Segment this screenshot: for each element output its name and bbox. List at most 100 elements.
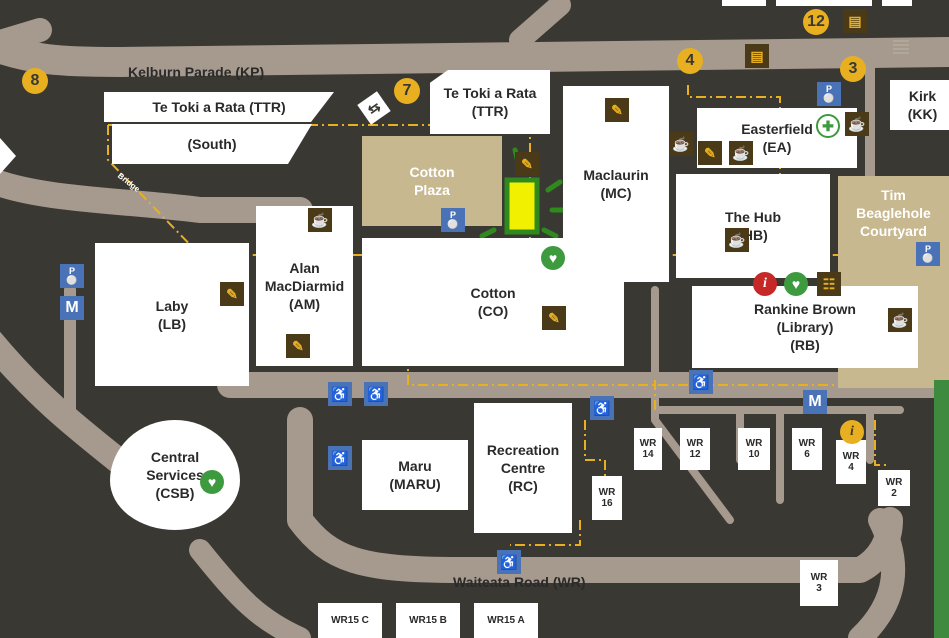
accessible-parking-icon[interactable]: ♿ (497, 550, 521, 574)
building-maclaurin-code: (MC) (600, 185, 632, 201)
lecture-theatre-icon[interactable]: ✎ (605, 98, 629, 122)
building-central-code: (CSB) (155, 485, 195, 501)
building-easterfield-code: (EA) (762, 139, 792, 155)
building-alan-macdiarmid[interactable]: Alan MacDiarmid (AM) (256, 206, 353, 366)
defibrillator-heart-icon[interactable]: ♥ (200, 470, 224, 494)
building-easterfield-name: Easterfield (741, 121, 813, 137)
cafe-icon[interactable]: ☕ (729, 141, 753, 165)
building-top-partial-2 (776, 0, 872, 6)
building-ttr-south-name: Te Toki a Rata (TTR) (152, 99, 286, 115)
accessible-parking-icon[interactable]: ♿ (590, 396, 614, 420)
building-rec-name: Recreation Centre (486, 442, 560, 476)
bike-parking-icon[interactable]: P⚪ (817, 82, 841, 106)
right-green-strip (934, 380, 949, 638)
accessible-parking-icon[interactable]: ♿ (364, 382, 388, 406)
building-wr15c[interactable]: WR15 C (318, 603, 382, 638)
building-ttr-name: Te Toki a Rata (443, 85, 537, 101)
bike-parking-icon[interactable]: P⚪ (916, 242, 940, 266)
accessible-parking-icon[interactable]: ♿ (689, 370, 713, 394)
building-ttr-code: (TTR) (471, 103, 509, 119)
route-marker-7[interactable]: 7 (394, 78, 420, 104)
wr14-label: WR 14 (639, 438, 657, 460)
cafe-icon[interactable]: ☕ (845, 112, 869, 136)
wr15b-label: WR15 B (409, 615, 447, 626)
road-label-waiteata-road: Waiteata Road (WR) (453, 574, 586, 590)
wr16-label: WR 16 (598, 487, 616, 509)
lecture-theatre-icon[interactable]: ✎ (698, 141, 722, 165)
building-wr4[interactable]: WR 4 (836, 440, 866, 484)
bike-parking-icon[interactable]: P⚪ (60, 264, 84, 288)
building-wr6[interactable]: WR 6 (792, 428, 822, 470)
building-maru-name: Maru (398, 458, 432, 474)
building-kirk-name: Kirk (908, 88, 937, 104)
lecture-theatre-icon[interactable]: ✎ (542, 306, 566, 330)
building-maclaurin-name: Maclaurin (583, 167, 649, 183)
building-top-partial-3 (882, 0, 912, 6)
building-maru-code: (MARU) (389, 476, 441, 492)
cafe-icon[interactable]: ☕ (888, 308, 912, 332)
tim-beaglehole-label: Tim Beaglehole Courtyard (856, 187, 931, 239)
building-maru[interactable]: Maru (MARU) (362, 440, 468, 510)
accessible-parking-icon[interactable]: ♿ (328, 446, 352, 470)
road-label-kelburn-parade: Kelburn Parade (KP) (128, 64, 265, 80)
building-ttr-south-top[interactable]: Te Toki a Rata (TTR) (104, 92, 334, 122)
building-laby-code: (LB) (158, 315, 186, 332)
building-wr3[interactable]: WR 3 (800, 560, 838, 606)
defibrillator-heart-icon[interactable]: ♥ (784, 272, 808, 296)
building-recreation-centre[interactable]: Recreation Centre (RC) (474, 403, 572, 533)
bus-stop-icon[interactable]: ▤ (843, 9, 867, 33)
wr3-label: WR 3 (810, 572, 828, 594)
building-the-hub[interactable]: The Hub (HB) (676, 174, 830, 278)
building-ttr-south[interactable]: (South) (112, 124, 312, 164)
building-kirk[interactable]: Kirk (KK) (890, 80, 949, 130)
lecture-theatre-icon[interactable]: ✎ (286, 334, 310, 358)
library-book-icon[interactable]: ☷ (817, 272, 841, 296)
building-wr12[interactable]: WR 12 (680, 428, 710, 470)
building-cotton-name: Cotton (470, 285, 516, 301)
building-wr16[interactable]: WR 16 (592, 476, 622, 520)
route-marker-12[interactable]: 12 (803, 9, 829, 35)
metro-m-icon[interactable]: M (60, 296, 84, 320)
lecture-theatre-icon[interactable]: ✎ (220, 282, 244, 306)
lecture-theatre-icon[interactable]: ✎ (515, 152, 539, 176)
building-alan-name: Alan MacDiarmid (264, 260, 345, 294)
building-wr2[interactable]: WR 2 (878, 470, 910, 506)
building-wr14[interactable]: WR 14 (634, 428, 662, 470)
left-edge-marker (0, 138, 16, 174)
first-aid-icon[interactable]: ✚ (816, 114, 840, 138)
building-wr15a[interactable]: WR15 A (474, 603, 538, 638)
building-laby-name: Laby (155, 297, 189, 314)
building-cotton[interactable]: Cotton (CO) (362, 238, 624, 366)
defibrillator-heart-icon[interactable]: ♥ (541, 246, 565, 270)
building-cotton-plaza[interactable]: Cotton Plaza (362, 136, 502, 226)
building-central-name: Central Services (146, 449, 204, 483)
bike-parking-p-label: P (825, 84, 832, 94)
building-kirk-code: (KK) (907, 106, 938, 122)
route-marker-3[interactable]: 3 (840, 56, 866, 82)
building-rankine-sub: (Library) (776, 319, 834, 335)
information-icon[interactable]: i (753, 272, 777, 296)
cafe-icon[interactable]: ☕ (669, 132, 693, 156)
cafe-icon[interactable]: ☕ (725, 228, 749, 252)
bike-parking-p-label: P (924, 244, 931, 254)
building-wr15b[interactable]: WR15 B (396, 603, 460, 638)
route-marker-4[interactable]: 4 (677, 48, 703, 74)
building-rankine-brown[interactable]: Rankine Brown (Library) (RB) (692, 286, 918, 368)
bike-parking-icon[interactable]: P⚪ (441, 208, 465, 232)
building-rec-code: (RC) (508, 478, 538, 494)
cafe-icon[interactable]: ☕ (308, 208, 332, 232)
building-ttr[interactable]: Te Toki a Rata (TTR) (430, 70, 550, 134)
bike-parking-p-label: P (68, 266, 75, 276)
building-rankine-code: (RB) (790, 337, 820, 353)
metro-m-icon[interactable]: M (803, 390, 827, 414)
wr12-label: WR 12 (686, 438, 704, 460)
building-wr10[interactable]: WR 10 (738, 428, 770, 470)
route-marker-8[interactable]: 8 (22, 68, 48, 94)
wr10-label: WR 10 (745, 438, 763, 460)
building-laby[interactable]: Laby (LB) (95, 243, 249, 386)
wr2-label: WR 2 (885, 477, 903, 499)
building-top-partial-1 (722, 0, 766, 6)
information-icon[interactable]: i (840, 420, 864, 444)
bus-stop-icon[interactable]: ▤ (745, 44, 769, 68)
accessible-parking-icon[interactable]: ♿ (328, 382, 352, 406)
